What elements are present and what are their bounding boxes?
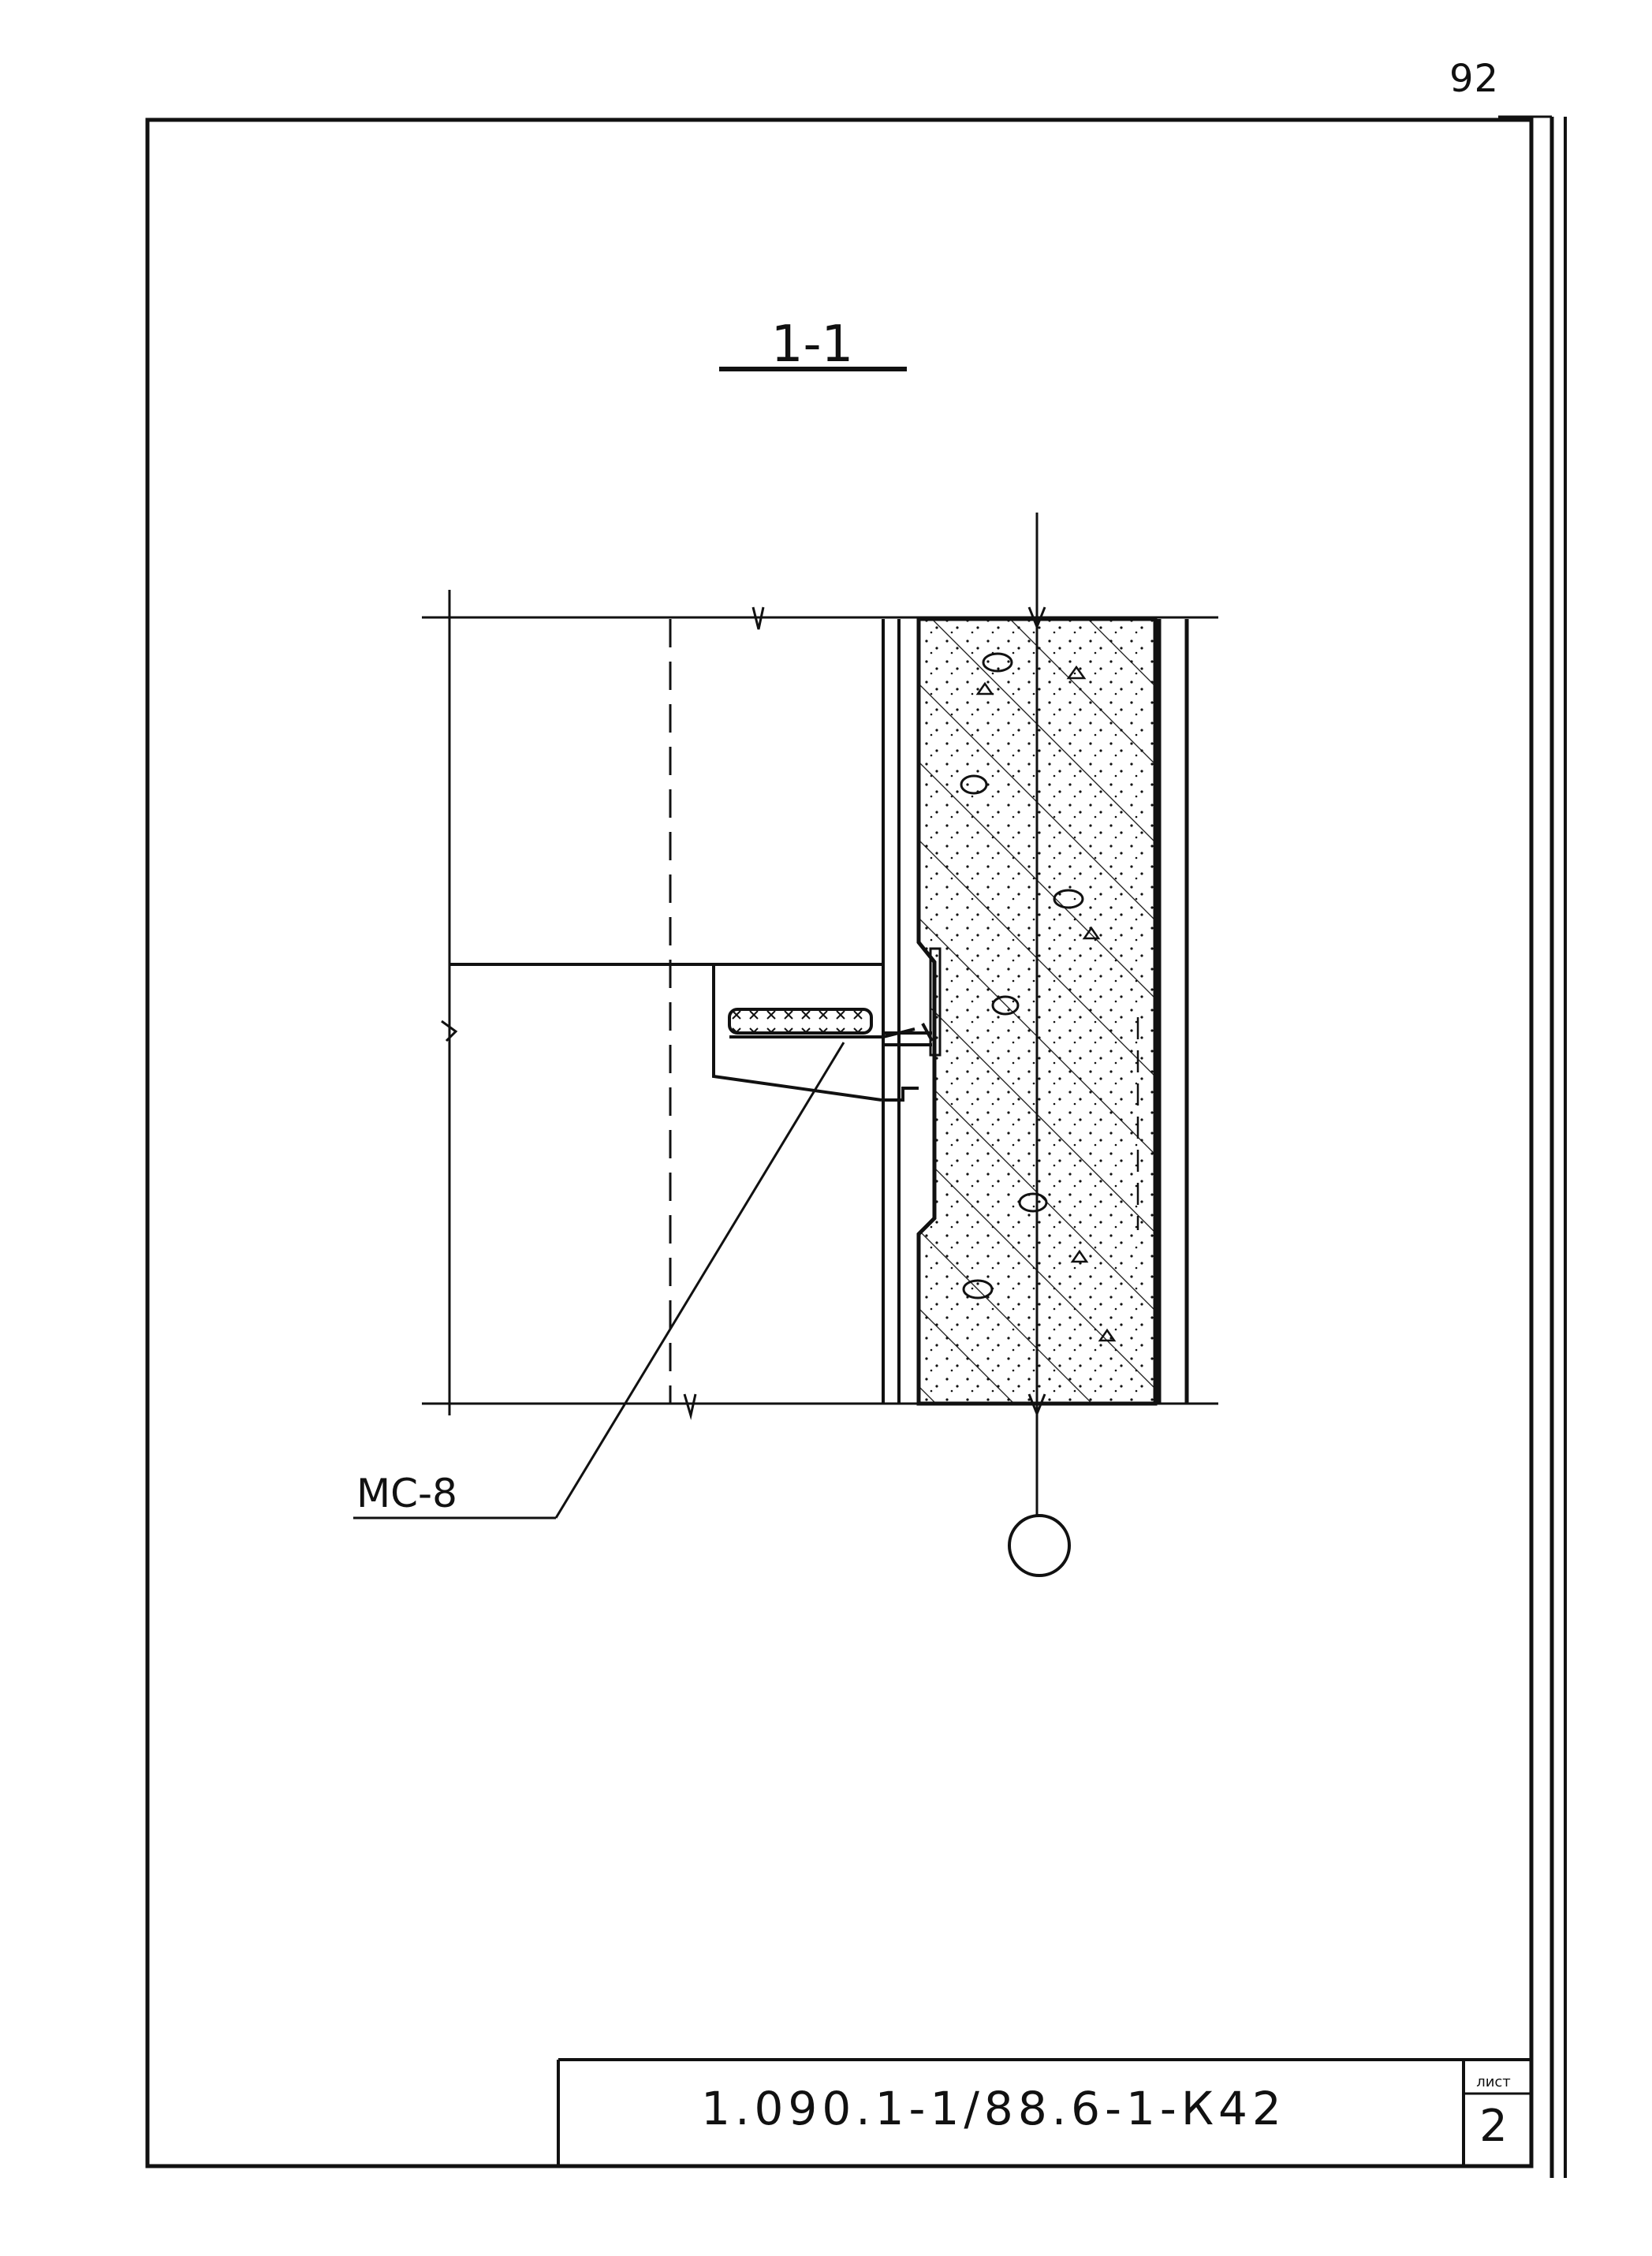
document-code: 1.090.1-1/88.6-1-К42 [701, 2082, 1286, 2135]
callout-leader [353, 1042, 845, 1520]
axis-marker-circle [1008, 1514, 1071, 1577]
sheet-frame [145, 115, 1567, 2178]
sheet-number: 2 [1479, 2101, 1508, 2152]
support-bracket [712, 947, 942, 1102]
grid-axis [1027, 513, 1046, 1522]
section-title: 1-1 [770, 315, 854, 374]
facing-layer [1136, 619, 1189, 1404]
sheet-label: лист [1476, 2074, 1511, 2090]
floor-slab-outline [449, 619, 901, 1404]
title-block [557, 2058, 1531, 2166]
callout-label: МС-8 [356, 1471, 457, 1516]
page-number: 92 [1449, 57, 1500, 101]
